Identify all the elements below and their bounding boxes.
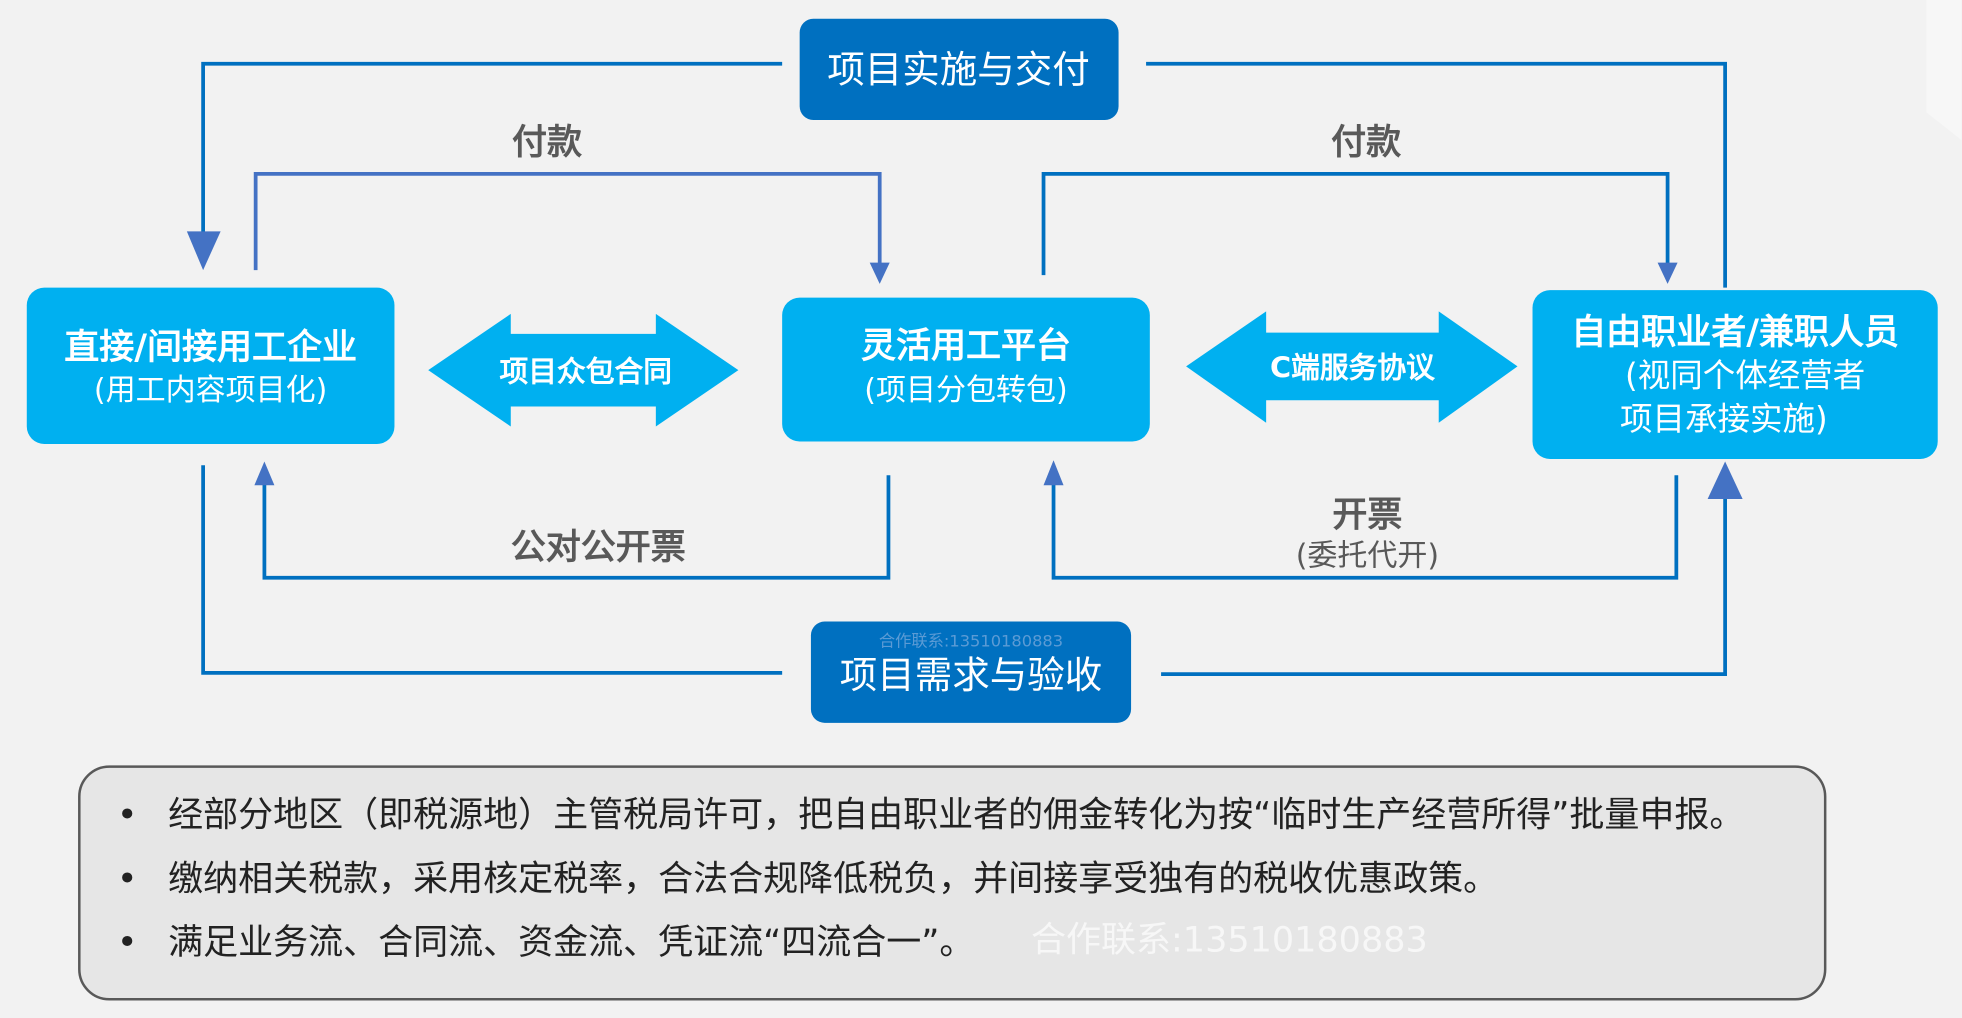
node-project-acceptance: 合作联系:13510180883 项目需求与验收 <box>810 621 1132 723</box>
svg-text:灵活用工平台: 灵活用工平台 <box>861 327 1071 367</box>
arrow-head-icon <box>254 461 275 486</box>
invoice-left-label: 公对公开票 <box>511 528 686 568</box>
svg-text:项目众包合同: 项目众包合同 <box>500 354 672 388</box>
svg-text:(项目分包转包): (项目分包转包) <box>864 373 1067 408</box>
notes-panel: • 经部分地区（即税源地）主管税局许可，把自由职业者的佣金转化为按“临时生产经营… <box>78 765 1827 1001</box>
node-employer: 直接/间接用工企业 (用工内容项目化) <box>26 287 395 444</box>
svg-text:(用工内容项目化): (用工内容项目化) <box>94 373 327 408</box>
arrow-head-icon <box>186 231 221 271</box>
double-arrow-crowdsourcing-contract: 项目众包合同 <box>428 313 739 427</box>
svg-text:项目承接实施): 项目承接实施) <box>1620 400 1828 438</box>
arrow-head-icon <box>1707 461 1743 499</box>
pay-right-label: 付款 <box>1331 123 1401 163</box>
arrow-head-icon <box>869 262 890 284</box>
connector-invoice-left <box>254 461 891 580</box>
connector-bottom-left <box>201 465 783 675</box>
connector-invoice-right <box>1043 460 1679 580</box>
svg-text:(视同个体经营者: (视同个体经营者 <box>1625 356 1865 394</box>
watermark: 合作联系:13510180883 <box>1031 921 1428 961</box>
arrow-head-icon <box>1043 460 1064 486</box>
node-platform: 灵活用工平台 (项目分包转包) <box>782 297 1150 442</box>
connector-bottom-right <box>1161 461 1743 676</box>
svg-text:C端服务协议: C端服务协议 <box>1270 351 1436 385</box>
svg-text:项目实施与交付: 项目实施与交付 <box>827 48 1089 92</box>
invoice-right-note: (委托代开) <box>1296 538 1439 573</box>
svg-text:•: • <box>117 796 138 836</box>
arrow-head-icon <box>1657 262 1678 284</box>
double-arrow-service-agreement: C端服务协议 <box>1186 311 1518 423</box>
note-item: 经部分地区（即税源地）主管税局许可，把自由职业者的佣金转化为按“临时生产经营所得… <box>168 796 1744 836</box>
connector-pay-left <box>253 171 890 284</box>
svg-text:项目需求与验收: 项目需求与验收 <box>840 653 1103 697</box>
connector-pay-right <box>1041 171 1678 284</box>
note-item: 满足业务流、合同流、资金流、凭证流“四流合一”。 <box>168 923 974 963</box>
svg-text:直接/间接用工企业: 直接/间接用工企业 <box>64 327 357 368</box>
svg-text:自由职业者/兼职人员: 自由职业者/兼职人员 <box>1571 313 1899 353</box>
watermark: 合作联系:13510180883 <box>879 632 1063 651</box>
node-project-delivery: 项目实施与交付 <box>799 18 1119 121</box>
node-freelancer: 自由职业者/兼职人员 (视同个体经营者 项目承接实施) <box>1532 290 1938 459</box>
note-item: 缴纳相关税款，采用核定税率，合法合规降低税负，并间接享受独有的税收优惠政策。 <box>168 859 1498 899</box>
invoice-right-label: 开票 <box>1332 496 1402 536</box>
decorative-corner <box>1926 0 1962 141</box>
svg-text:•: • <box>117 859 138 899</box>
pay-left-label: 付款 <box>512 123 582 163</box>
connector-top-left <box>186 61 783 271</box>
connector-top-right <box>1146 61 1727 288</box>
svg-text:•: • <box>117 923 138 963</box>
